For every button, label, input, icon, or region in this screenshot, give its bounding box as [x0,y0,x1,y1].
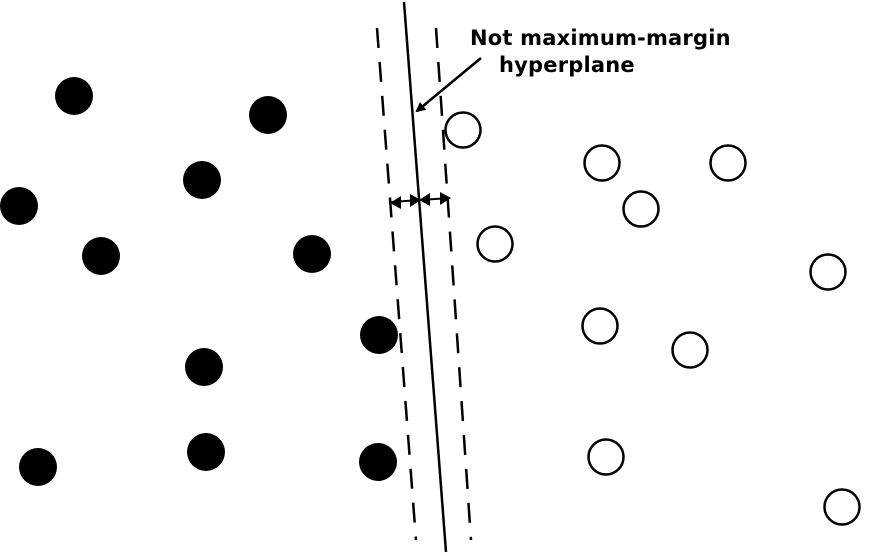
annotation-arrow-icon [415,57,482,113]
filled-circle-icon [19,448,57,486]
filled-class-points [0,77,398,486]
left-margin-boundary [375,27,418,541]
hollow-circle-icon [622,190,660,228]
right-margin-boundary [434,27,473,541]
annotation-line-2: hyperplane [499,53,635,77]
filled-circle-icon [55,77,93,115]
right-margin-arrowhead-right [440,192,451,205]
separating-hyperplane [402,1,448,553]
hollow-circle-icon [476,225,514,263]
filled-circle-icon [185,348,223,386]
annotation-label: Not maximum-margin hyperplane [470,25,750,79]
left-margin-arrowhead-left [390,196,401,209]
filled-circle-icon [360,316,398,354]
hollow-circle-icon [444,111,482,149]
hollow-circle-icon [671,331,709,369]
hollow-circle-icon [583,144,621,182]
annotation-line-1: Not maximum-margin [470,26,731,50]
hollow-circle-icon [823,488,861,526]
hollow-circle-icon [581,307,619,345]
filled-circle-icon [293,235,331,273]
filled-circle-icon [359,443,397,481]
hollow-circle-icon [709,144,747,182]
filled-circle-icon [183,161,221,199]
filled-circle-icon [82,237,120,275]
left-margin-arrowhead-right [410,194,421,207]
filled-circle-icon [0,187,38,225]
margin-width-arrows [390,192,451,209]
hollow-class-points [444,111,861,526]
hollow-circle-icon [587,438,625,476]
right-margin-arrowhead-left [419,193,430,206]
hollow-circle-icon [809,253,847,291]
filled-circle-icon [249,96,287,134]
filled-circle-icon [187,433,225,471]
